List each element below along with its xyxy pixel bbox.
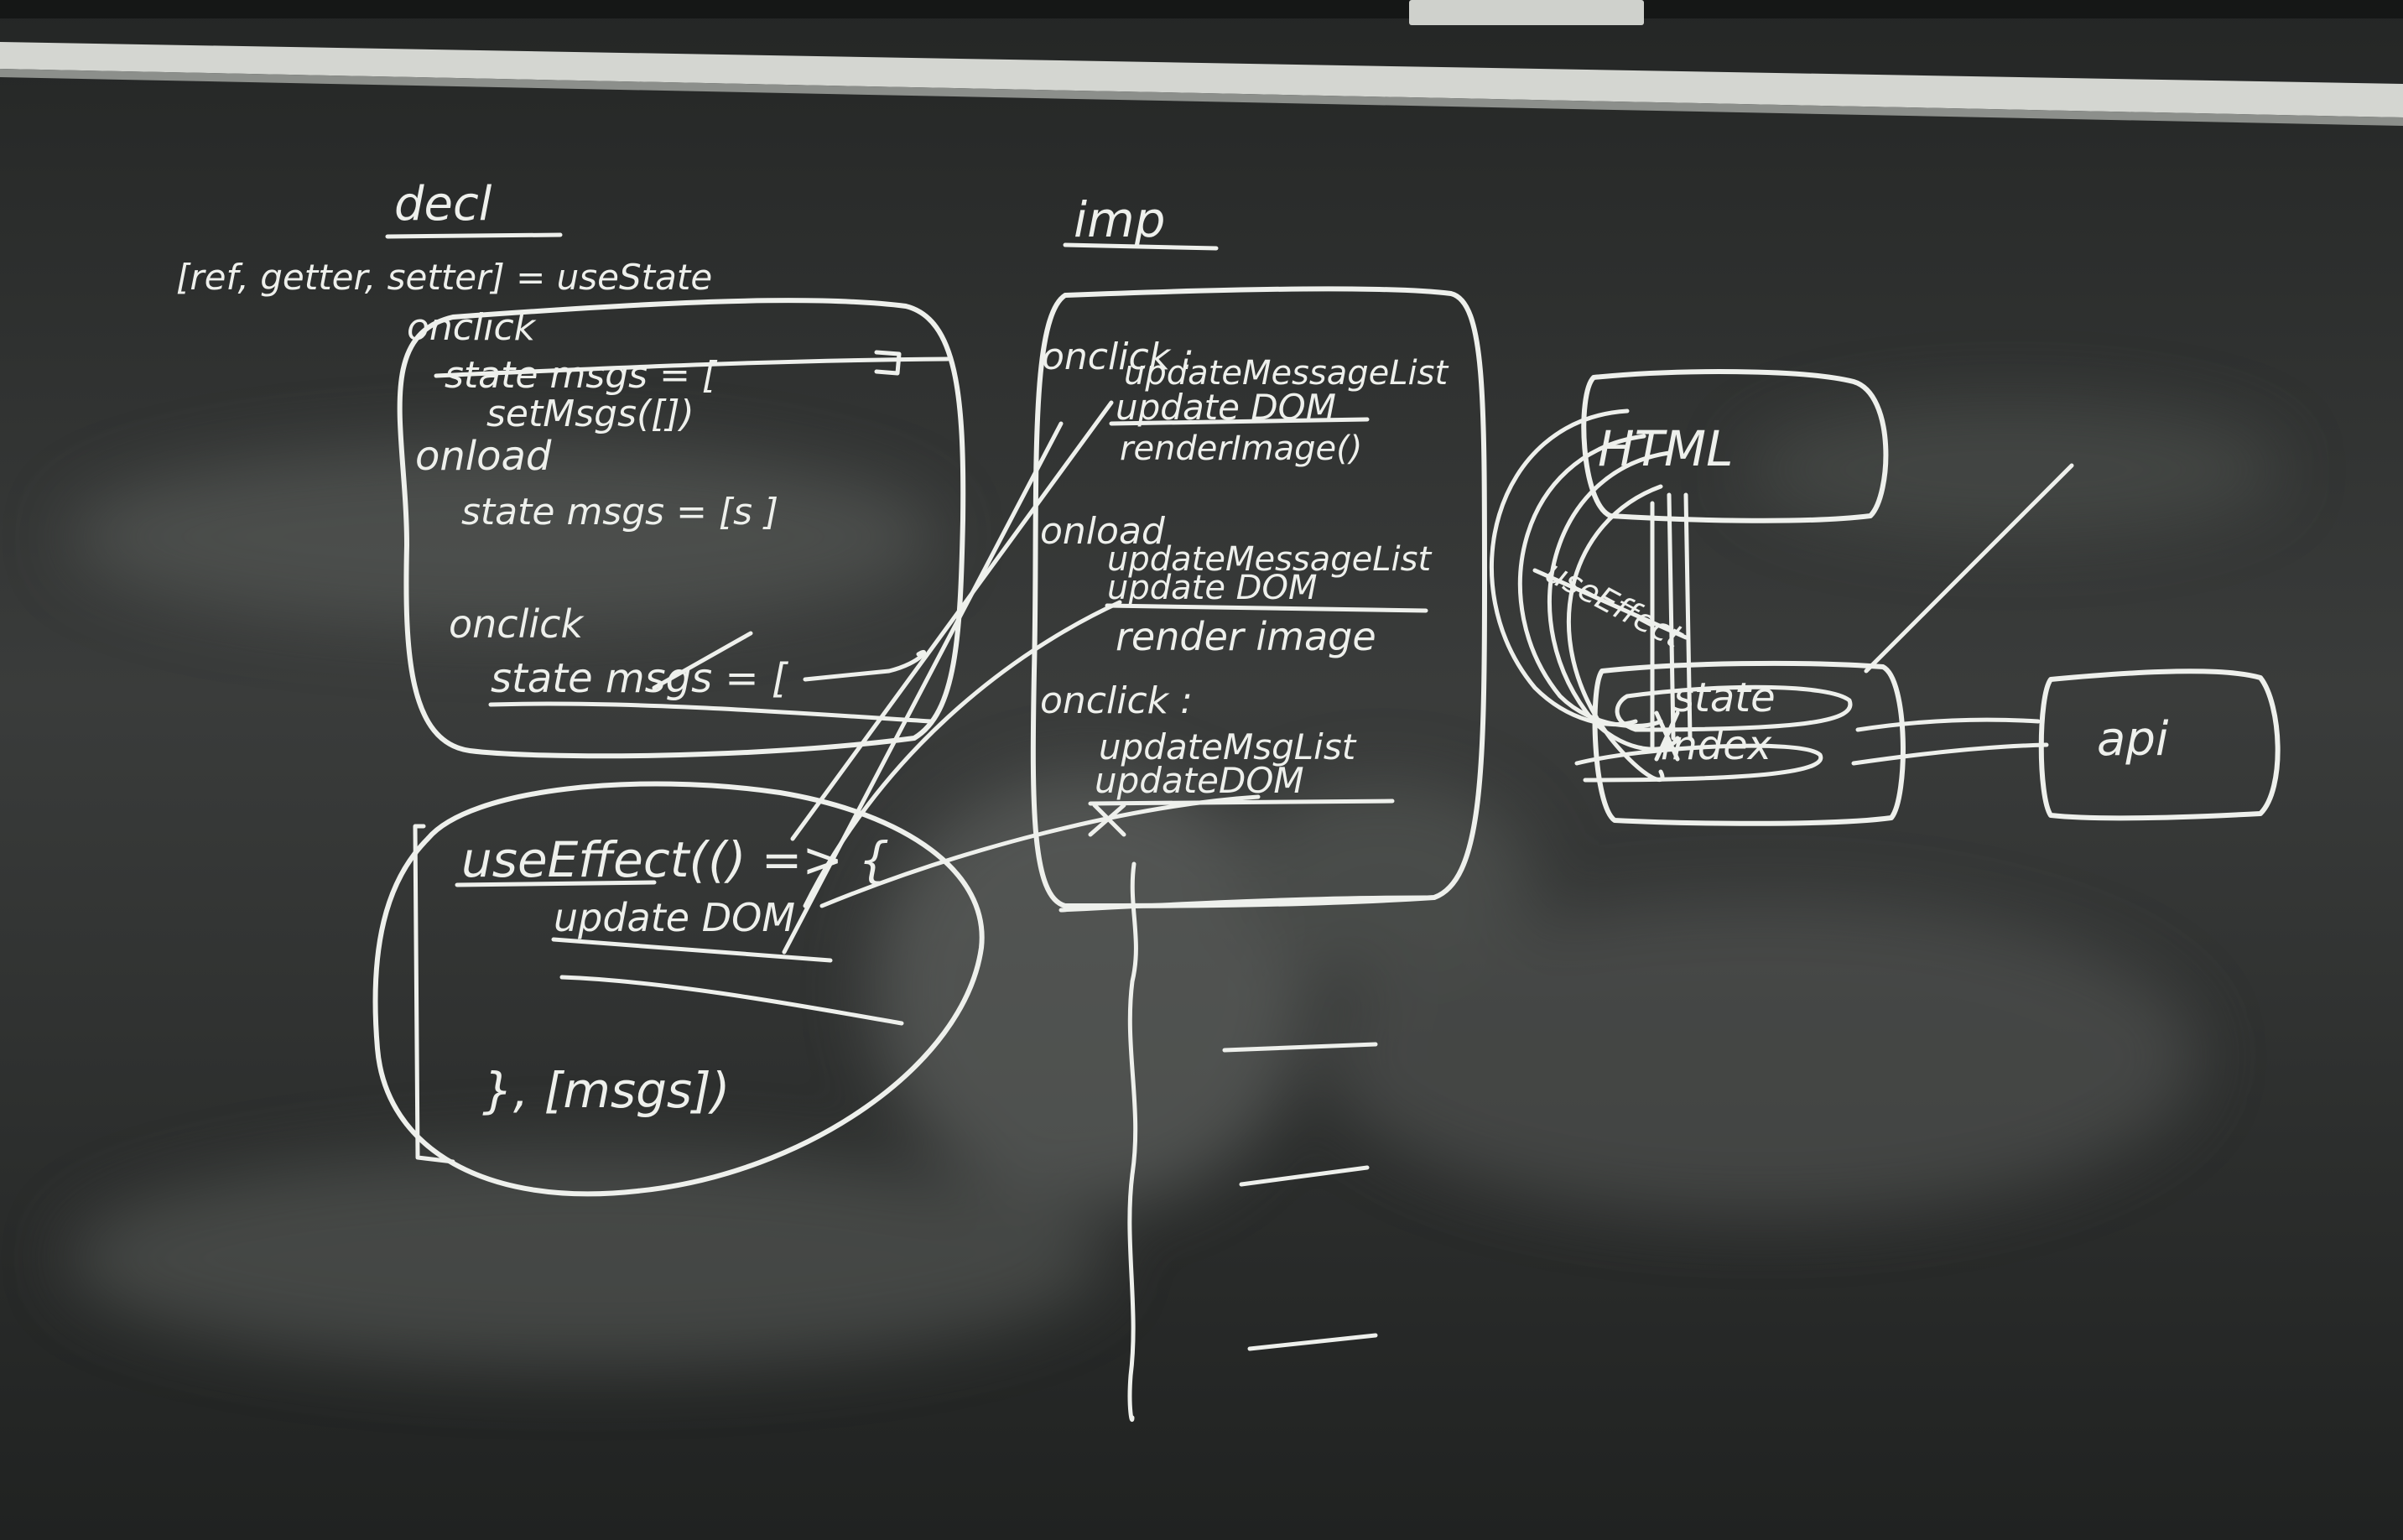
usestate-line: [ref, getter, setter] = useState — [176, 257, 712, 298]
timeline — [1127, 861, 1138, 1422]
decl-struck-2: state msgs = [ — [491, 655, 789, 702]
bracket-1 — [874, 350, 902, 376]
loop-arc-2 — [1517, 434, 1663, 729]
state-cross — [1654, 710, 1680, 762]
render-1: renderImage() — [1120, 429, 1362, 468]
connector-4 — [819, 794, 1261, 908]
vertical-strokes — [1650, 492, 1693, 749]
effect-bracket — [413, 824, 455, 1164]
tick-3 — [1247, 1333, 1378, 1351]
state-msgs: state msgs = [s ] — [461, 491, 778, 533]
strike-line-2 — [652, 631, 753, 690]
api-box — [2038, 669, 2281, 821]
connectors — [782, 400, 1261, 955]
use-effect-ellipse — [372, 781, 985, 1197]
connector-1 — [790, 400, 1114, 841]
middle-column: imp onclick : updateMessageList update D… — [1030, 191, 1487, 1422]
imp-onclick-1: onclick : — [1042, 336, 1194, 378]
update-dom-3-underline — [1088, 799, 1395, 806]
use-effect-body: update DOM — [554, 895, 795, 940]
board-clip — [1409, 0, 1644, 25]
update-list-1: updateMessageList — [1124, 354, 1449, 393]
use-effect-underline — [455, 880, 657, 887]
decl-onclick-2: onclick — [449, 601, 585, 647]
decl-box — [397, 298, 966, 759]
use-effect-close: }, [msgs]) — [482, 1062, 730, 1119]
tick-2 — [1239, 1165, 1370, 1187]
decl-onload: onload — [415, 433, 552, 480]
set-msgs: setMsgs([]) — [486, 393, 694, 435]
update-dom-1-underline — [1109, 417, 1370, 426]
update-dom-2-underline — [1105, 603, 1428, 613]
state-box — [1592, 660, 1906, 826]
left-column: decl [ref, getter, setter] = useState on… — [176, 177, 985, 1197]
strike-line-1 — [434, 356, 950, 378]
update-list-3: updateMsgList — [1099, 726, 1357, 767]
imp-underline — [1063, 242, 1219, 251]
timeline-top — [1058, 895, 1428, 913]
board-frame — [0, 0, 2403, 126]
use-effect-arrow — [1532, 568, 1688, 640]
effect-line-2 — [559, 975, 904, 1026]
underline-state — [488, 701, 934, 724]
imp-box — [1030, 286, 1487, 908]
use-effect-open: useEffect(() => { — [461, 831, 889, 888]
decl-underline — [385, 232, 563, 239]
connector-3 — [803, 600, 1122, 908]
decl-onclick-1: onclick — [407, 306, 537, 349]
render-2: render image — [1116, 614, 1376, 659]
update-dom-3: updateDOM — [1095, 760, 1304, 801]
update-dom-2: update DOM — [1107, 569, 1317, 607]
loop-arc-3 — [1547, 450, 1680, 752]
imp-onclick-2: onclick : — [1040, 679, 1193, 722]
loop-arc-4 — [1566, 484, 1665, 782]
api-label: api — [2097, 712, 2169, 767]
arrow-right-1 — [803, 649, 927, 682]
tick-1 — [1222, 1042, 1378, 1053]
imp-onload: onload — [1040, 510, 1166, 553]
diagonal-line — [1864, 463, 2074, 674]
eraser-smudges — [67, 403, 2281, 1367]
state-to-api-arrow — [1855, 717, 2041, 732]
body-underline — [551, 937, 833, 963]
decl-heading: decl — [394, 177, 492, 232]
api-to-index-arrow — [1851, 742, 2049, 766]
update-list-2: updateMessageList — [1107, 540, 1432, 579]
imp-heading: imp — [1074, 191, 1165, 248]
